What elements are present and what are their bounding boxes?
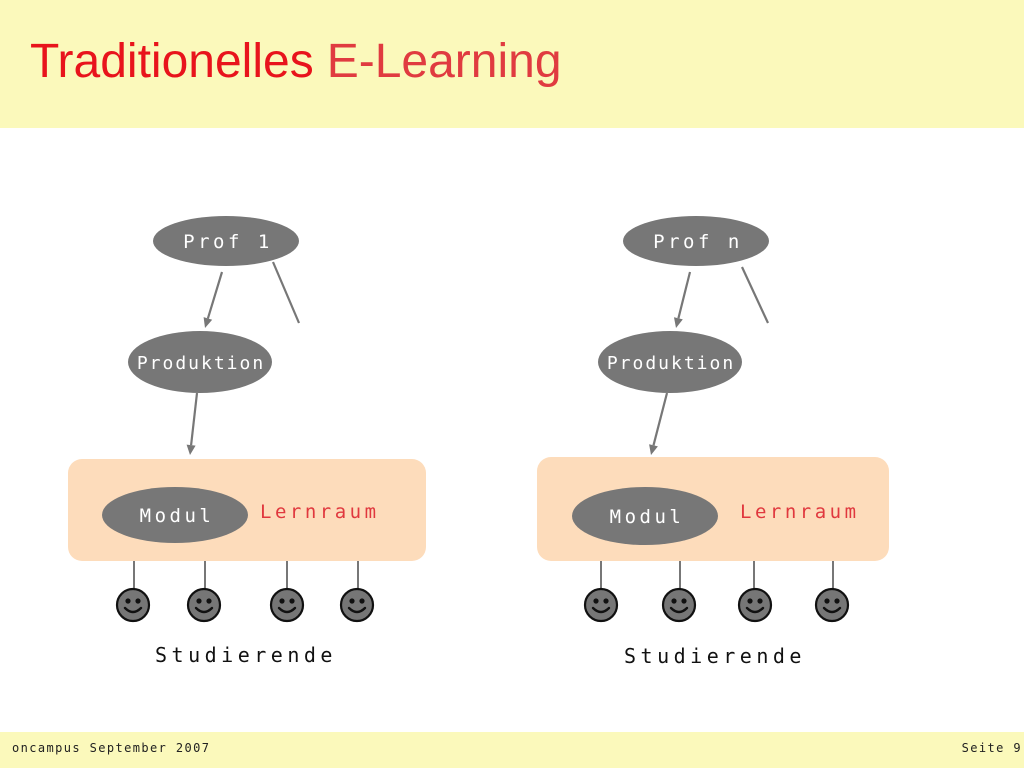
arrowhead-icon (186, 444, 196, 455)
prof-node: Prof 1 (153, 216, 299, 266)
student-smiley-icon (814, 587, 850, 623)
student-smiley-icon (115, 587, 151, 623)
students-label: Studierende (155, 643, 337, 667)
module-node-shape (102, 487, 248, 543)
production-node: Produktion (598, 331, 742, 393)
arrow-production-to-module (652, 392, 669, 446)
arrowhead-icon (674, 317, 683, 328)
prof-node-label: Prof n (653, 231, 743, 253)
slide-title-part-1: Traditionelles (30, 35, 314, 88)
production-node: Produktion (128, 331, 272, 393)
diagram-left: Prof 1 Produktion Modul Lernraum Studier… (68, 216, 426, 667)
arrow-prof-to-production (677, 271, 692, 319)
module-node-label: Modul (610, 506, 685, 528)
arrowhead-icon (203, 317, 213, 328)
production-node-shape (128, 331, 272, 393)
prof-node-label: Prof 1 (183, 231, 273, 253)
connector-line (271, 261, 301, 324)
prof-node-shape (153, 216, 299, 266)
footer-source: oncampus September 2007 (12, 741, 211, 755)
learning-space: Modul Lernraum (537, 457, 889, 561)
student-smiley-icon (661, 587, 697, 623)
slide-title-part-2: E-Learning (326, 35, 562, 88)
student-smiley-icon (186, 587, 222, 623)
connector-line (741, 266, 769, 324)
student-smiley-icon (737, 587, 773, 623)
students-label: Studierende (624, 644, 806, 668)
student-smiley-icon (583, 587, 619, 623)
arrow-production-to-module (190, 392, 199, 446)
production-node-label: Produktion (137, 353, 265, 374)
student-smiley-icon (269, 587, 305, 623)
students-group: Studierende (583, 561, 850, 668)
diagram-right: Prof n Produktion Modul Lernraum Studier… (537, 216, 889, 668)
module-node-shape (572, 487, 718, 545)
module-node-label: Modul (140, 505, 215, 527)
arrowhead-icon (649, 444, 658, 455)
learning-space: Modul Lernraum (68, 459, 426, 561)
learning-space-label: Lernraum (260, 501, 380, 523)
slide-footer: oncampus September 2007 Seite 9 (0, 732, 1024, 768)
arrow-prof-to-production (206, 271, 224, 319)
students-group: Studierende (115, 561, 375, 667)
student-smiley-icon (339, 587, 375, 623)
production-node-shape (598, 331, 742, 393)
prof-node-shape (623, 216, 769, 266)
learning-space-label: Lernraum (740, 501, 860, 523)
prof-node: Prof n (623, 216, 769, 266)
page-number: Seite 9 (961, 741, 1022, 755)
production-node-label: Produktion (607, 353, 735, 374)
